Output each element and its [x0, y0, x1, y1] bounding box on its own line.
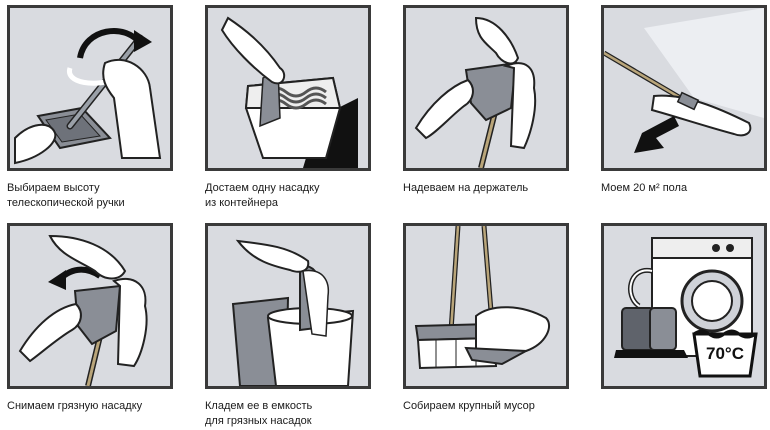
put-in-bag-illustration [231, 239, 355, 386]
caption-line: Кладем ее в емкость [205, 400, 313, 412]
collect-debris-illustration [414, 226, 551, 370]
caption-line: Собираем крупный мусор [403, 400, 535, 412]
caption-line: из контейнера [205, 197, 278, 209]
wash-temperature-label: 70°C [706, 344, 744, 363]
illustration-wash-floor [601, 5, 767, 171]
caption-wash-floor: Моем 20 м² пола [601, 181, 767, 196]
wash-floor-illustration [604, 8, 764, 153]
step-attach-pad: Надеваем на держатель [403, 5, 569, 196]
caption-line: для грязных насадок [205, 415, 312, 427]
caption-remove-pad: Снимаем грязную насадку [7, 399, 173, 414]
caption-take-pad: Достаем одну насадку из контейнера [205, 181, 371, 211]
caption-put-in-bag: Кладем ее в емкость для грязных насадок [205, 399, 371, 429]
attach-pad-illustration [414, 16, 537, 168]
step-adjust-handle: Выбираем высоту телескопической ручки [7, 5, 173, 211]
step-collect-debris: Собираем крупный мусор [403, 223, 569, 414]
caption-adjust-handle: Выбираем высоту телескопической ручки [7, 181, 173, 211]
illustration-attach-pad [403, 5, 569, 171]
step-wash-floor: Моем 20 м² пола [601, 5, 767, 196]
step-machine-wash: 70°C [601, 223, 767, 389]
illustration-adjust-handle [7, 5, 173, 171]
adjust-handle-illustration [14, 28, 162, 165]
illustration-collect-debris [403, 223, 569, 389]
machine-wash-illustration [614, 237, 758, 378]
remove-pad-illustration [18, 234, 148, 386]
step-take-pad: Достаем одну насадку из контейнера [205, 5, 371, 211]
take-pad-illustration [220, 16, 358, 168]
illustration-take-pad [205, 5, 371, 171]
illustration-remove-pad [7, 223, 173, 389]
illustration-put-in-bag [205, 223, 371, 389]
caption-line: Снимаем грязную насадку [7, 400, 143, 412]
caption-attach-pad: Надеваем на держатель [403, 181, 569, 196]
step-put-in-bag: Кладем ее в емкость для грязных насадок [205, 223, 371, 429]
caption-line: Выбираем высоту [7, 182, 100, 194]
caption-line: Достаем одну насадку [205, 182, 320, 194]
caption-line: Надеваем на держатель [403, 182, 529, 194]
illustration-machine-wash: 70°C [601, 223, 767, 389]
caption-line: телескопической ручки [7, 197, 125, 209]
caption-collect-debris: Собираем крупный мусор [403, 399, 569, 414]
step-remove-pad: Снимаем грязную насадку [7, 223, 173, 414]
caption-line: Моем 20 м² пола [601, 182, 688, 194]
